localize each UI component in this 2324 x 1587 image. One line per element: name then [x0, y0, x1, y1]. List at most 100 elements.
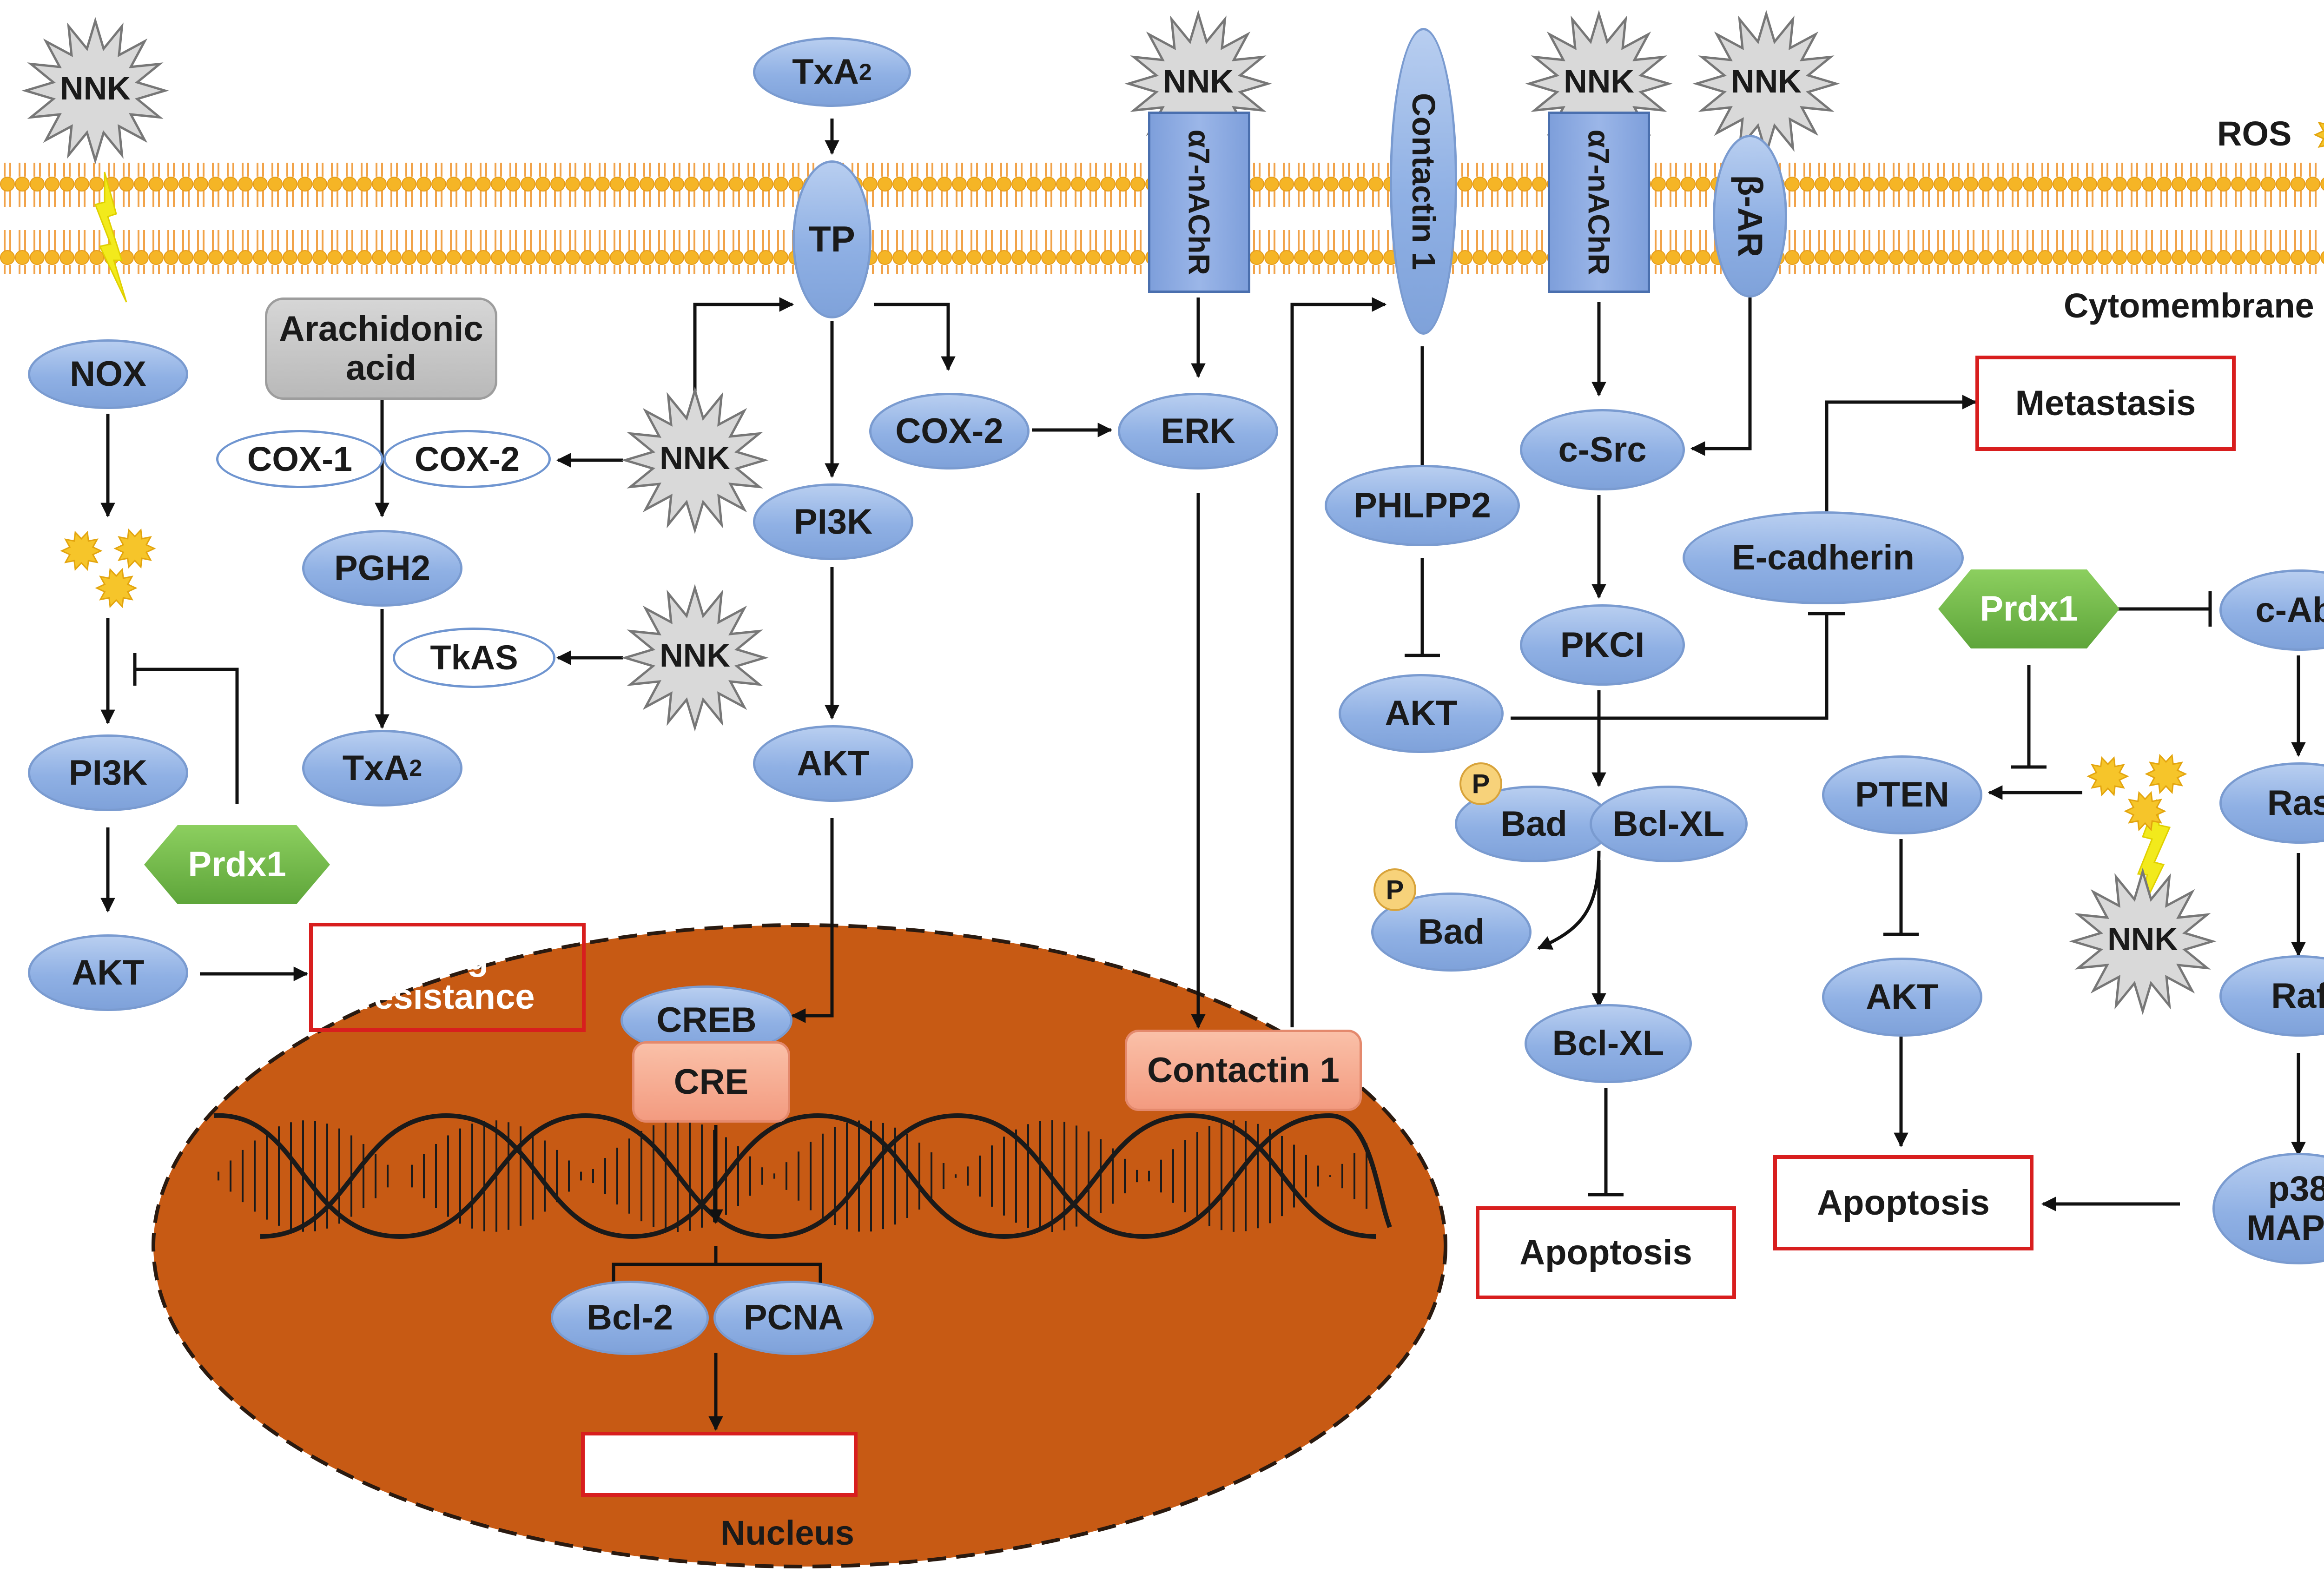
akt-right1-node: AKT — [1339, 674, 1504, 753]
apoptosis-mid-box: Apoptosis — [1476, 1206, 1736, 1299]
beta-ar-label: β-AR — [1730, 175, 1769, 258]
arachidonic-acid-label: Arachidonic acid — [279, 309, 483, 388]
bclxl-label-1: Bcl-XL — [1612, 804, 1725, 844]
pcna-label: PCNA — [743, 1298, 844, 1338]
beta-ar-receptor: β-AR — [1713, 135, 1787, 298]
txa2-top-main: TxA — [792, 52, 859, 92]
bclxl-node-1: Bcl-XL — [1590, 786, 1748, 862]
txa2-top-sub: 2 — [858, 59, 872, 85]
cytomembrane-label: Cytomembrane — [2064, 286, 2314, 325]
bcl2-node: Bcl-2 — [551, 1281, 709, 1355]
pi3k-mid-label: PI3K — [794, 502, 872, 542]
akt-left-label: AKT — [72, 952, 145, 992]
akt-mid-label: AKT — [797, 743, 870, 783]
csrc-label: c-Src — [1558, 430, 1647, 469]
nnk-starburst-6-label: NNK — [660, 637, 730, 674]
apoptosis-right-box: Apoptosis — [1773, 1155, 2034, 1250]
metastasis-label: Metastasis — [2015, 383, 2196, 423]
nnk-starburst-3-label: NNK — [1564, 63, 1634, 99]
dna-helix — [213, 1113, 1392, 1239]
pgh2-node: PGH2 — [302, 530, 462, 607]
cox2-blue-node: COX-2 — [869, 393, 1030, 469]
ros-cluster-left — [60, 528, 156, 608]
ecadherin-node: E-cadherin — [1683, 511, 1964, 604]
ros-star-icon — [2124, 791, 2166, 832]
ros-label: ROS — [2217, 114, 2292, 153]
ros-star-icon — [60, 530, 103, 571]
nox-node: NOX — [28, 339, 188, 409]
nnk-starburst-6 — [621, 584, 769, 732]
drug-resistance-label: Drug resistance — [360, 938, 535, 1017]
pkci-label: PKCI — [1560, 625, 1645, 665]
contactin1-nucleus-node: Contactin 1 — [1125, 1030, 1362, 1111]
nnk-starburst-7-label: NNK — [2107, 921, 2178, 957]
bcl2-label: Bcl-2 — [587, 1298, 673, 1338]
akt-right2-label: AKT — [1866, 977, 1939, 1017]
contactin1-nucleus-label: Contactin 1 — [1147, 1050, 1340, 1090]
ros-star-icon — [113, 528, 156, 569]
a7-nachr-receptor-1: α7-nAChR — [1148, 112, 1250, 293]
ros-legend-icon — [2313, 122, 2324, 148]
akt-mid-node: AKT — [753, 725, 913, 802]
apoptosis-right-label: Apoptosis — [1817, 1183, 1990, 1223]
txa2-low-main: TxA — [342, 748, 409, 788]
bad-label-1: Bad — [1500, 804, 1567, 844]
akt-right2-node: AKT — [1822, 958, 1982, 1037]
phospho-label-2: P — [1386, 874, 1404, 905]
nnk-starburst-4-label: NNK — [1731, 63, 1802, 99]
bad-node-2: Bad — [1371, 893, 1532, 972]
nnk-starburst-1 — [21, 17, 169, 165]
ecadherin-label: E-cadherin — [1732, 538, 1915, 578]
proliferation-box: Proliferation — [581, 1432, 858, 1497]
nnk-starburst-7 — [2069, 867, 2217, 1015]
bclxl-node-2: Bcl-XL — [1525, 1004, 1692, 1083]
creb-label: CREB — [656, 1000, 757, 1040]
txa2-low-sub: 2 — [409, 755, 423, 781]
tkas-node: TkAS — [393, 628, 555, 688]
pi3k-left-node: PI3K — [28, 734, 188, 811]
a7-nachr-receptor-2: α7-nAChR — [1548, 112, 1650, 293]
nnk-starburst-1-label: NNK — [60, 70, 131, 106]
akt-right1-label: AKT — [1385, 694, 1458, 734]
pten-node: PTEN — [1822, 755, 1982, 834]
phlpp2-label: PHLPP2 — [1353, 485, 1491, 525]
metastasis-box: Metastasis — [1975, 356, 2236, 451]
lightning-bolt-left — [94, 172, 127, 303]
cox1-label: COX-1 — [247, 439, 353, 478]
ros-star-icon — [2145, 754, 2187, 794]
cox1-node: COX-1 — [216, 430, 383, 488]
erk-node: ERK — [1118, 393, 1278, 469]
pcna-node: PCNA — [713, 1281, 874, 1355]
nnk-starburst-5 — [621, 386, 769, 534]
akt-left-node: AKT — [28, 934, 188, 1011]
phlpp2-node: PHLPP2 — [1325, 465, 1520, 546]
ros-cluster-right — [2086, 754, 2187, 832]
cox2-blue-label: COX-2 — [895, 411, 1004, 451]
cre-label: CRE — [673, 1062, 749, 1102]
contactin1-membrane: Contactin 1 — [1390, 28, 1457, 335]
csrc-node: c-Src — [1520, 409, 1685, 490]
ros-star-icon — [95, 568, 138, 608]
ros-star-icon — [2086, 756, 2129, 797]
ras-label: Ras — [2267, 783, 2324, 823]
nucleus — [152, 923, 1447, 1568]
contactin1-membrane-label: Contactin 1 — [1406, 93, 1442, 270]
cabl-label: c-Abl — [2255, 590, 2324, 630]
nnk-starburst-2-label: NNK — [1163, 63, 1234, 99]
pten-label: PTEN — [1855, 775, 1949, 815]
proliferation-label: Proliferation — [615, 1444, 824, 1484]
nnk-starburst-5-label: NNK — [660, 440, 730, 476]
erk-label: ERK — [1161, 411, 1235, 451]
bclxl-label-2: Bcl-XL — [1552, 1024, 1664, 1064]
cox2-white-node: COX-2 — [383, 430, 551, 488]
pkci-node: PKCI — [1520, 604, 1685, 686]
phospho-label-1: P — [1472, 768, 1490, 799]
pgh2-label: PGH2 — [334, 548, 430, 588]
prdx1-left-label: Prdx1 — [188, 845, 286, 885]
ros-star-icon — [2313, 122, 2324, 148]
p38mapk-label: p38 MAPK — [2246, 1169, 2324, 1248]
phospho-marker-1: P — [1459, 762, 1502, 805]
arachidonic-acid-node: Arachidonic acid — [265, 298, 497, 400]
